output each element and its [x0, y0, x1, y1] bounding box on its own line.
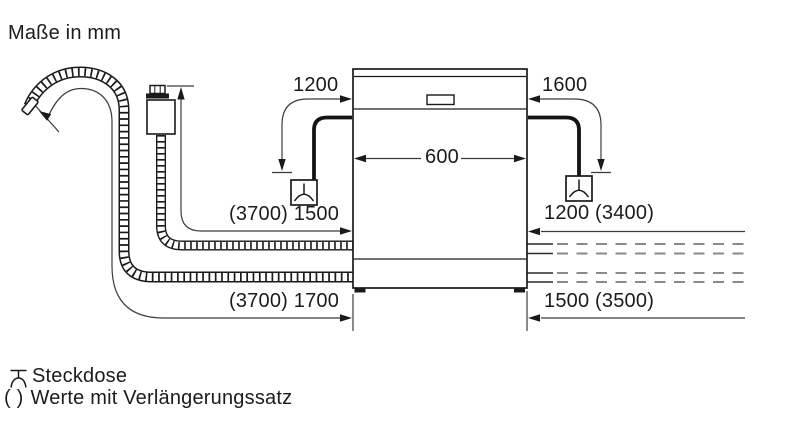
- right-clearance-dimensions: [352, 227, 745, 331]
- dimension-lines: [32, 85, 745, 331]
- dimension-label-supply-hose: (3700) 1500: [229, 203, 340, 225]
- power-cable-left: [312, 115, 352, 180]
- cable-right-dimension: [528, 95, 611, 174]
- dimension-label-cable-right: 1600: [542, 74, 588, 96]
- legend-extension-label: Werte mit Verlängerungssatz: [30, 387, 293, 409]
- dishwasher: [352, 68, 528, 293]
- dimension-label-right-drain: 1500 (3500): [544, 290, 655, 312]
- drain-hose: [21, 66, 353, 283]
- drain-hose-end-cap: [21, 96, 39, 116]
- legend-socket-label: Steckdose: [32, 365, 128, 387]
- cable-left-dimension: [272, 95, 352, 174]
- control-panel-display: [426, 94, 455, 106]
- socket-icon-right: [565, 175, 593, 202]
- drain-hose-leader: [32, 87, 352, 322]
- legend-extension-note: ( ) Werte mit Verlängerungssatz: [4, 388, 292, 408]
- dishwasher-foot-right: [514, 288, 525, 293]
- supply-hose-leader: [167, 85, 352, 235]
- diagram-title: Maße in mm: [8, 22, 122, 44]
- socket-icon-left: [290, 179, 318, 206]
- width-dimension: [354, 154, 526, 163]
- legend-extension-prefix: ( ): [4, 387, 24, 409]
- legend-socket-icon: [10, 369, 27, 388]
- dimension-label-drain-hose: (3700) 1700: [229, 290, 340, 312]
- aquastop-valve: [146, 84, 176, 135]
- dimension-label-appliance-width: 600: [425, 146, 459, 168]
- dishwasher-body: [352, 68, 528, 289]
- dishwasher-foot-left: [354, 288, 366, 293]
- supply-hose: [156, 135, 353, 251]
- power-cable-right: [528, 115, 581, 176]
- dimension-label-right-supply: 1200 (3400): [544, 202, 655, 224]
- dimension-label-cable-left: 1200: [293, 74, 339, 96]
- dashed-hose-extensions: [527, 243, 745, 283]
